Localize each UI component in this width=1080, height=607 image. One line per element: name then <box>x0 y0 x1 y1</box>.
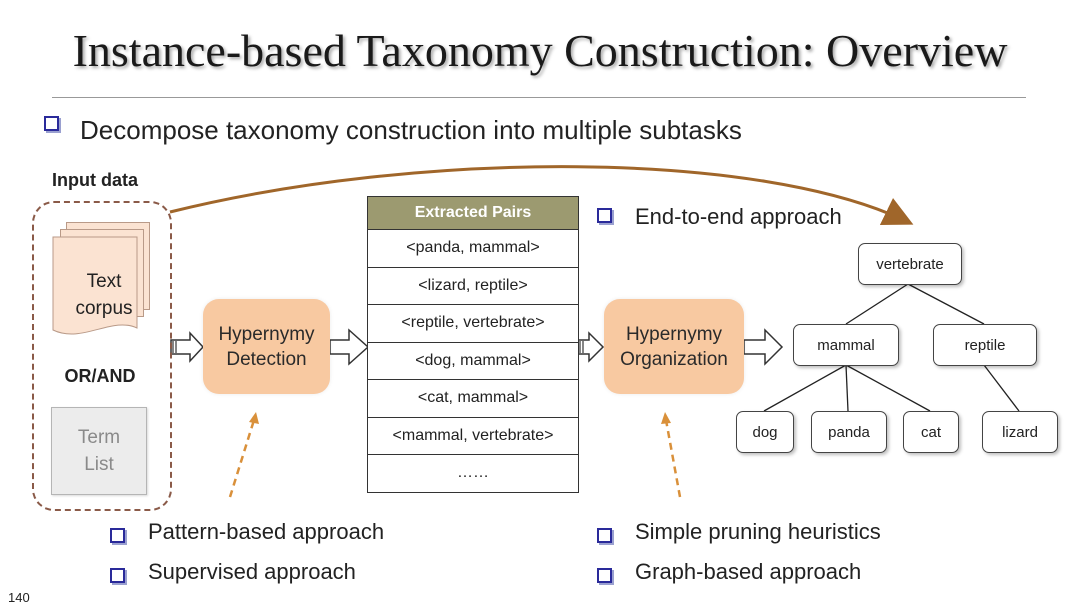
hypernymy-detection-box: Hypernymy Detection <box>203 299 330 394</box>
edge-mammal-panda <box>845 364 849 412</box>
graph-bullet-icon <box>597 567 612 585</box>
text-corpus-line-1: Text <box>86 271 122 292</box>
pair-row: <dog, mammal> <box>368 343 578 380</box>
pair-row: <mammal, vertebrate> <box>368 418 578 455</box>
or-and-label: OR/AND <box>64 366 136 386</box>
detection-label-line-2: Detection <box>226 348 307 370</box>
hypernymy-organization-box: Hypernymy Organization <box>604 299 744 394</box>
input-data-label: Input data <box>52 170 138 190</box>
end-to-end-label: End-to-end approach <box>635 204 842 229</box>
slide-title: Instance-based Taxonomy Construction: Ov… <box>72 25 1008 76</box>
edge-vertebrate-reptile <box>907 283 985 325</box>
main-bullet-text: Decompose taxonomy construction into mul… <box>80 115 742 145</box>
block-arrow-input <box>170 331 205 363</box>
graph-based-approach: Graph-based approach <box>635 559 862 584</box>
edge-mammal-cat <box>845 364 931 412</box>
detection-label-line-1: Hypernymy <box>218 323 315 345</box>
node-lizard: lizard <box>982 411 1058 453</box>
node-panda: panda <box>811 411 887 453</box>
organization-label-line-2: Organization <box>620 348 728 370</box>
node-vertebrate: vertebrate <box>858 243 962 285</box>
extracted-pairs-table: Extracted Pairs <panda, mammal> <lizard,… <box>367 196 579 493</box>
main-bullet-icon <box>44 115 59 133</box>
pair-row: <lizard, reptile> <box>368 268 578 305</box>
text-corpus-label: Text corpus <box>58 268 150 322</box>
pattern-based-approach: Pattern-based approach <box>148 519 385 544</box>
end-to-end-arrow <box>169 165 914 226</box>
node-cat: cat <box>903 411 959 453</box>
pair-row-ellipsis: …… <box>457 464 489 482</box>
text-corpus-line-2: corpus <box>75 298 133 319</box>
term-list-line-1: Term <box>77 427 121 448</box>
simple-pruning-heuristics: Simple pruning heuristics <box>635 519 881 544</box>
pair-row: <panda, mammal> <box>368 230 578 268</box>
edge-mammal-dog <box>763 364 847 412</box>
node-dog: dog <box>736 411 794 453</box>
pruning-bullet-icon <box>597 527 612 545</box>
edge-vertebrate-mammal <box>845 283 909 325</box>
input-data-group <box>32 201 172 511</box>
organization-dashed-arrow <box>664 419 682 498</box>
detection-dashed-arrow <box>228 419 256 498</box>
pattern-bullet-icon <box>110 527 125 545</box>
page-number: 140 <box>8 590 30 605</box>
end-to-end-bullet-icon <box>597 207 612 225</box>
term-list-box: Term List <box>51 407 147 495</box>
title-divider <box>52 97 1026 98</box>
organization-label-line-1: Hypernymy <box>625 323 723 345</box>
node-mammal: mammal <box>793 324 899 366</box>
block-arrow-organization <box>743 328 784 366</box>
block-arrow-pairs <box>577 331 605 363</box>
pair-row: <cat, mammal> <box>368 380 578 418</box>
block-arrow-detection <box>329 328 370 366</box>
pair-row: <reptile, vertebrate> <box>368 305 578 343</box>
supervised-bullet-icon <box>110 567 125 585</box>
supervised-approach: Supervised approach <box>148 559 356 584</box>
node-reptile: reptile <box>933 324 1037 366</box>
document-icon <box>52 236 138 335</box>
edge-reptile-lizard <box>983 364 1020 412</box>
extracted-pairs-header: Extracted Pairs <box>368 197 578 230</box>
term-list-line-2: List <box>84 454 114 475</box>
